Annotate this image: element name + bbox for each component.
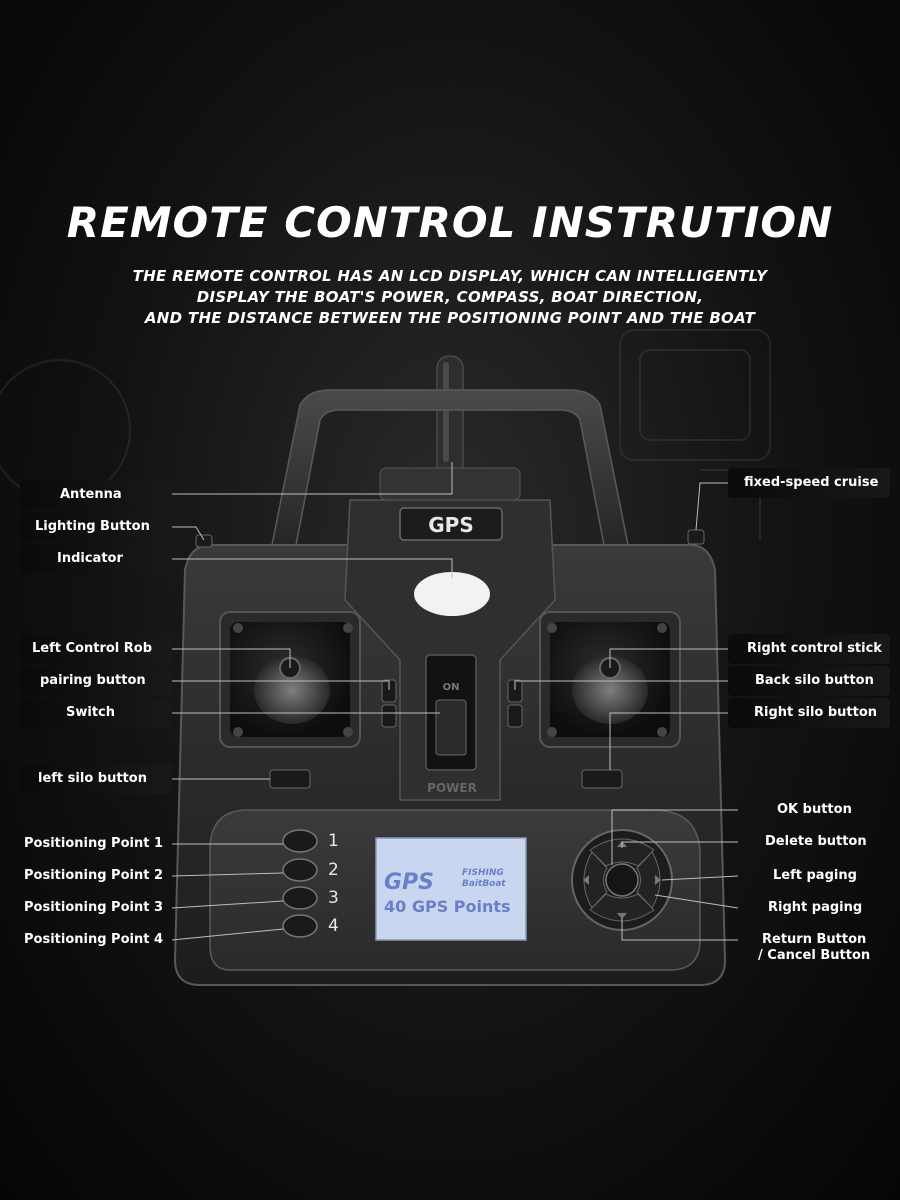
label-positioning-point-3: Positioning Point 3 (24, 900, 164, 915)
point-number-3: 3 (328, 888, 339, 908)
label-delete-button: Delete button (765, 834, 867, 849)
label-positioning-point-2: Positioning Point 2 (24, 868, 164, 883)
label-return-button: Return Button (762, 932, 867, 947)
label-right-paging: Right paging (768, 900, 863, 915)
label-switch: Switch (66, 705, 116, 720)
page-subtitle: THE REMOTE CONTROL HAS AN LCD DISPLAY, W… (0, 266, 900, 329)
label-positioning-point-4: Positioning Point 4 (24, 932, 164, 947)
navigation-pad (571, 829, 673, 931)
lcd-display (375, 837, 527, 941)
lcd-logo: GPS (384, 870, 435, 895)
label-positioning-point-1: Positioning Point 1 (24, 836, 164, 851)
positioning-point-1-button[interactable] (282, 829, 318, 853)
fixed-speed-cruise-button[interactable] (687, 529, 705, 545)
positioning-point-4-button[interactable] (282, 914, 318, 938)
label-lighting-button: Lighting Button (35, 519, 150, 534)
back-silo-button[interactable] (507, 679, 523, 703)
left-arrow-icon (583, 875, 589, 885)
ok-button[interactable] (605, 863, 639, 897)
label-fixed-speed-cruise: fixed-speed cruise (744, 475, 879, 490)
gps-badge-label: GPS (428, 513, 473, 537)
label-pairing-button: pairing button (40, 673, 146, 688)
switch-on-label: ON (443, 682, 460, 693)
point-number-2: 2 (328, 860, 339, 880)
right-paging-button[interactable] (636, 851, 661, 909)
subtitle-line: THE REMOTE CONTROL HAS AN LCD DISPLAY, W… (132, 267, 768, 285)
right-silo-button-side[interactable] (507, 704, 523, 728)
label-right-silo-button: Right silo button (754, 705, 878, 720)
power-switch[interactable]: ON (425, 654, 477, 771)
label-ok-button: OK button (777, 802, 852, 817)
pairing-button[interactable] (381, 679, 397, 703)
label-cancel-button: / Cancel Button (758, 948, 871, 963)
lighting-button[interactable] (195, 534, 213, 548)
label-antenna: Antenna (60, 487, 122, 502)
down-arrow-icon (617, 913, 627, 919)
subtitle-line: AND THE DISTANCE BETWEEN THE POSITIONING… (144, 309, 756, 327)
label-indicator: Indicator (57, 551, 123, 566)
positioning-point-2-button[interactable] (282, 858, 318, 882)
left-paging-button[interactable] (583, 851, 608, 909)
page-title: REMOTE CONTROL INSTRUTION (66, 198, 834, 247)
label-left-control-rob: Left Control Rob (32, 641, 153, 656)
label-left-paging: Left paging (773, 868, 857, 883)
antenna (436, 355, 464, 477)
right-silo-button[interactable] (581, 769, 623, 789)
power-label: POWER (427, 781, 477, 795)
callout-lines (171, 462, 739, 941)
switch-button-left[interactable] (381, 704, 397, 728)
lcd-points-text: 40 GPS Points (384, 897, 511, 916)
positioning-point-buttons (282, 829, 318, 938)
lcd-logo-baitboat: BaitBoat (462, 879, 506, 889)
gps-badge (399, 507, 503, 541)
point-number-1: 1 (328, 831, 339, 851)
label-back-silo-button: Back silo button (755, 673, 874, 688)
return-cancel-button[interactable] (589, 893, 655, 922)
label-right-control-stick: Right control stick (747, 641, 882, 656)
left-control-stick[interactable] (219, 611, 361, 748)
subtitle-line: DISPLAY THE BOAT'S POWER, COMPASS, BOAT … (196, 288, 704, 306)
positioning-point-3-button[interactable] (282, 886, 318, 910)
point-number-4: 4 (328, 916, 339, 936)
label-left-silo-button: left silo button (38, 771, 147, 786)
indicator-light (414, 572, 490, 616)
center-housing (344, 499, 556, 801)
lcd-logo-fishing: FISHING (462, 868, 504, 878)
right-arrow-icon (655, 875, 661, 885)
left-silo-button[interactable] (269, 769, 311, 789)
